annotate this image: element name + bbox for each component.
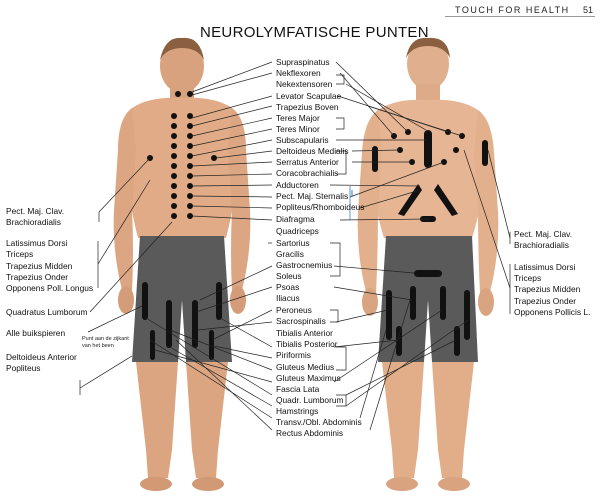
back-points bbox=[142, 91, 222, 360]
label-deltoideus-medialis: Deltoideus Medialis bbox=[276, 146, 349, 156]
label-sacrospinalis: Sacrospinalis bbox=[276, 316, 326, 326]
label-teres-major: Teres Major bbox=[276, 113, 320, 123]
label-subscapularis: Subscapularis bbox=[276, 135, 329, 145]
label-gluteus-medius: Gluteus Medius bbox=[276, 362, 335, 372]
label-peroneus: Peroneus bbox=[276, 305, 312, 315]
page-title: NEUROLYMFATISCHE PUNTEN bbox=[200, 24, 429, 41]
label-left-pect-maj-clav: Pect. Maj. Clav. bbox=[6, 206, 65, 216]
label-hamstrings: Hamstrings bbox=[276, 406, 319, 416]
label-right-brachioradialis: Brachioradialis bbox=[514, 240, 569, 250]
label-right-triceps: Triceps bbox=[514, 273, 542, 283]
label-iliacus: Iliacus bbox=[276, 293, 300, 303]
label-adductoren: Adductoren bbox=[276, 180, 319, 190]
label-trapezius-boven: Trapezius Boven bbox=[276, 102, 339, 112]
note-side-point-line2: van het been bbox=[82, 343, 114, 349]
label-popliteus: Popliteus bbox=[6, 363, 41, 373]
label-supraspinatus: Supraspinatus bbox=[276, 57, 330, 67]
label-nekextensoren: Nekextensoren bbox=[276, 79, 333, 89]
label-tibialis-posterior: Tibialis Posterior bbox=[276, 339, 338, 349]
label-soleus: Soleus bbox=[276, 271, 302, 281]
back-body bbox=[113, 37, 251, 491]
label-quadr-lumborum: Quadr. Lumborum bbox=[276, 395, 344, 405]
label-left-latissimus-dorsi: Latissimus Dorsi bbox=[6, 238, 68, 248]
label-right-latissimus-dorsi: Latissimus Dorsi bbox=[514, 262, 576, 272]
label-left-trapezius-midden: Trapezius Midden bbox=[6, 261, 73, 271]
label-psoas: Psoas bbox=[276, 282, 300, 292]
label-pect-maj-sternalis: Pect. Maj. Sternalis bbox=[276, 191, 349, 201]
label-left-opponens-poll-longus: Opponens Poll. Longus bbox=[6, 283, 94, 293]
label-right-trapezius-midden: Trapezius Midden bbox=[514, 284, 581, 294]
label-rectus-abdominis: Rectus Abdominis bbox=[276, 428, 344, 438]
front-points bbox=[372, 129, 488, 356]
label-left-brachioradialis: Brachioradialis bbox=[6, 217, 61, 227]
label-popliteus-rhomboideus: Popliteus/Rhomboideus bbox=[276, 202, 365, 212]
running-header: TOUCH FOR HEALTH bbox=[455, 5, 570, 15]
page-number: 51 bbox=[583, 5, 594, 15]
front-body bbox=[357, 37, 499, 491]
label-alle-buikspieren: Alle buikspieren bbox=[6, 328, 66, 338]
label-deltoideus-anterior: Deltoideus Anterior bbox=[6, 352, 77, 362]
label-tibialis-anterior: Tibialis Anterior bbox=[276, 328, 333, 338]
label-quadratus-lumborum: Quadratus Lumborum bbox=[6, 307, 88, 317]
label-gracilis: Gracilis bbox=[276, 249, 304, 259]
label-right-opponens-pollicis: Opponens Pollicis L. bbox=[514, 307, 591, 317]
label-piriformis: Piriformis bbox=[276, 350, 311, 360]
label-serratus-anterior: Serratus Anterior bbox=[276, 157, 339, 167]
header-rule bbox=[445, 16, 595, 17]
label-teres-minor: Teres Minor bbox=[276, 124, 320, 134]
label-transv-obl-abdominis: Transv./Obl. Abdominis bbox=[276, 417, 362, 427]
label-right-trapezius-onder: Trapezius Onder bbox=[514, 296, 577, 306]
label-left-triceps: Triceps bbox=[6, 249, 34, 259]
label-quadriceps: Quadriceps bbox=[276, 226, 319, 236]
label-left-trapezius-onder: Trapezius Onder bbox=[6, 272, 69, 282]
label-coracobrachialis: Coracobrachialis bbox=[276, 168, 339, 178]
note-side-point-line1: Punt aan de zijkant bbox=[82, 336, 129, 342]
label-sartorius: Sartorius bbox=[276, 238, 310, 248]
label-nekflexoren: Nekflexoren bbox=[276, 68, 321, 78]
page-header: TOUCH FOR HEALTH 51 bbox=[0, 0, 600, 20]
label-gastrocnemius: Gastrocnemius bbox=[276, 260, 333, 270]
label-diafragma: Diafragma bbox=[276, 214, 315, 224]
label-levator-scapulae: Levator Scapulae bbox=[276, 91, 342, 101]
label-gluteus-maximus: Gluteus Maximus bbox=[276, 373, 341, 383]
label-fascia-lata: Fascia Lata bbox=[276, 384, 320, 394]
leader-lines bbox=[79, 61, 511, 431]
label-right-pect-maj-clav: Pect. Maj. Clav. bbox=[514, 229, 573, 239]
